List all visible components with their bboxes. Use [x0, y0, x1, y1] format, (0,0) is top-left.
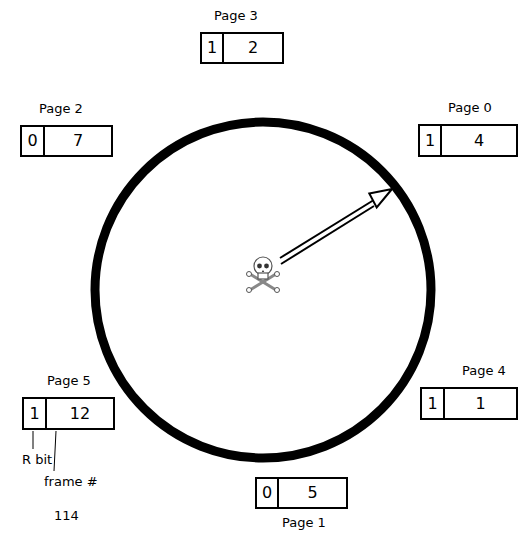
field-value: 2 — [248, 40, 258, 56]
page-field-cell: 7 — [45, 127, 111, 155]
page-entry-box: Page 411 — [420, 387, 518, 420]
page-label: Page 3 — [214, 8, 258, 24]
page-entry-box: Page 014 — [418, 124, 518, 157]
page-field-cell: 2 — [224, 34, 282, 62]
page-label: Page 5 — [47, 373, 91, 389]
page-field-cell: 0 — [257, 479, 279, 507]
page-field-cell: 1 — [422, 389, 445, 418]
field-callout: R bit — [22, 452, 52, 468]
page-field-cell: 5 — [279, 479, 346, 507]
page-label: Page 1 — [282, 515, 326, 531]
field-callout: frame # — [44, 474, 98, 490]
field-value: 4 — [474, 133, 484, 149]
page-number: 114 — [54, 508, 79, 524]
field-value: 1 — [427, 396, 437, 412]
page-field-cell: 1 — [24, 399, 47, 428]
field-value: 12 — [70, 406, 90, 422]
field-value: 1 — [475, 396, 485, 412]
field-value: 0 — [262, 485, 272, 501]
page-field-cell: 12 — [47, 399, 113, 428]
page-label: Page 4 — [462, 363, 506, 379]
page-field-cell: 0 — [22, 127, 45, 155]
field-value: 0 — [27, 133, 37, 149]
field-value: 1 — [207, 40, 217, 56]
field-value: 5 — [307, 485, 317, 501]
page-field-cell: 1 — [420, 126, 442, 155]
page-entry-box: Page 5112 — [22, 397, 115, 430]
page-field-cell: 1 — [445, 389, 516, 418]
page-entry-box: Page 312 — [200, 32, 284, 64]
page-field-cell: 4 — [442, 126, 516, 155]
field-value: 1 — [425, 133, 435, 149]
page-label: Page 2 — [39, 101, 83, 117]
skull-symbol — [247, 257, 280, 293]
clock-ring — [95, 122, 431, 458]
page-field-cell: 1 — [202, 34, 224, 62]
page-entry-box: Page 105 — [255, 477, 348, 509]
field-value: 7 — [73, 133, 83, 149]
page-entry-box: Page 207 — [20, 125, 113, 157]
page-label: Page 0 — [448, 100, 492, 116]
field-value: 1 — [29, 406, 39, 422]
clock-hand — [280, 189, 392, 264]
